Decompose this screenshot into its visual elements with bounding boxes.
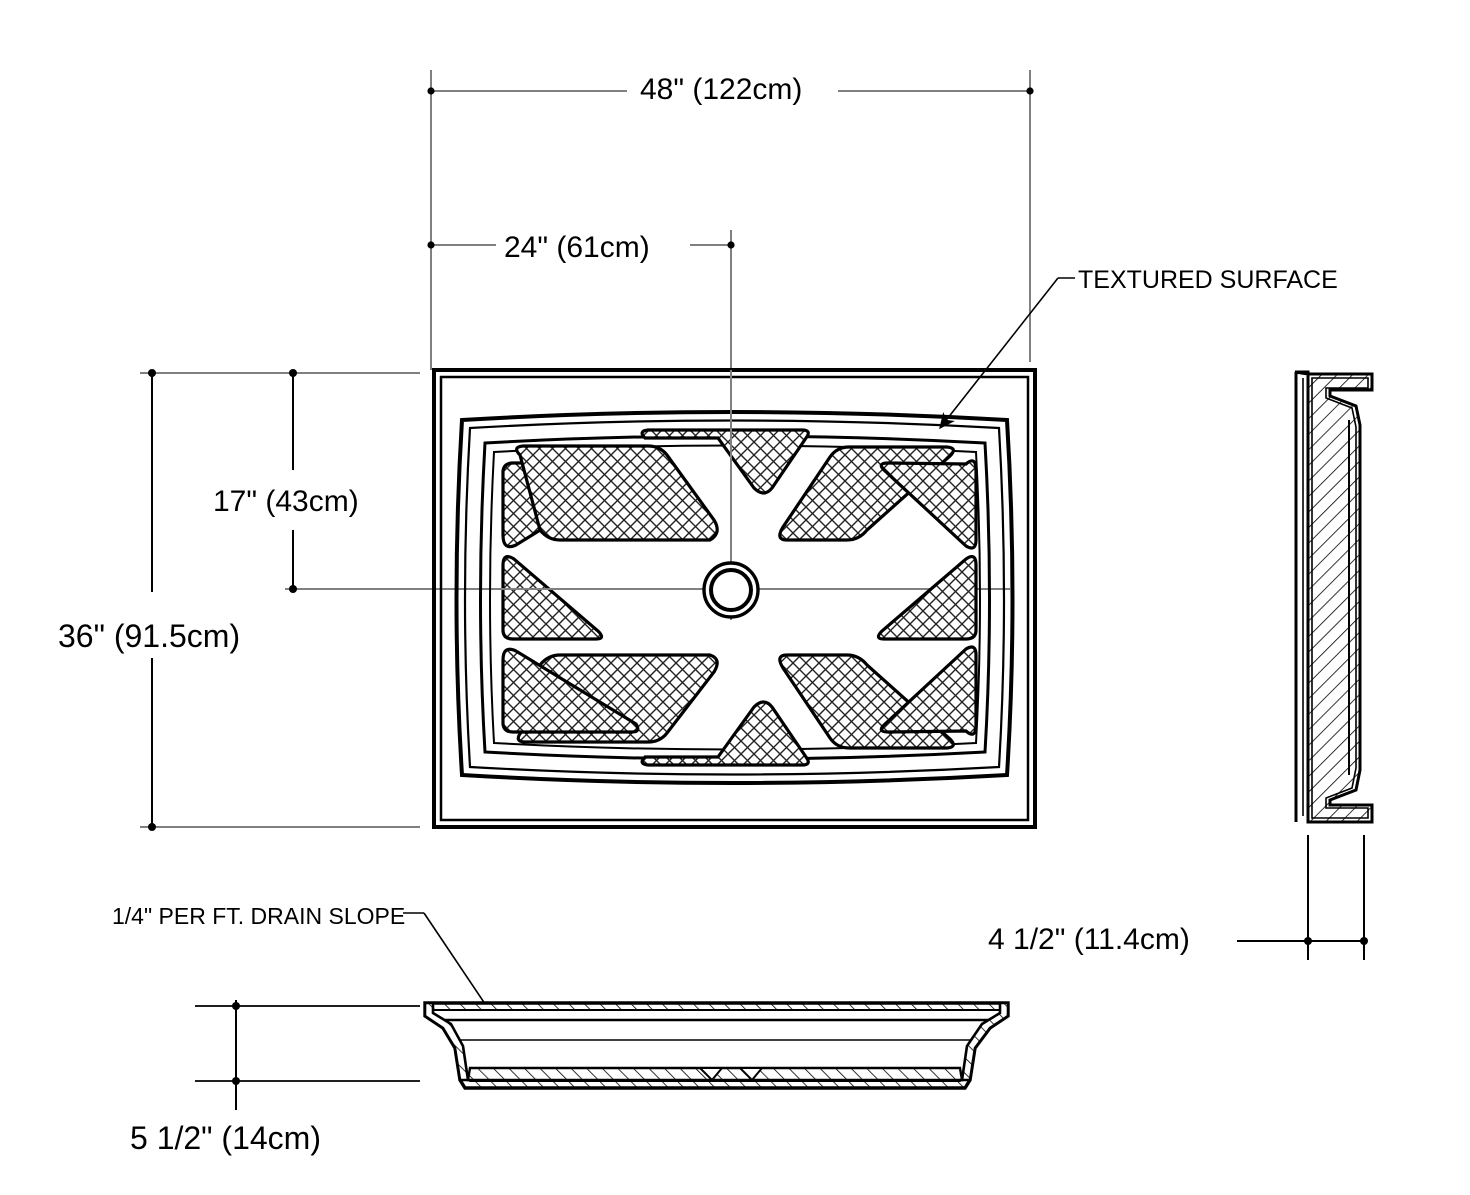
right-side-section-view — [1294, 370, 1374, 824]
annotation-textured-surface: TEXTURED SURFACE — [1078, 266, 1338, 294]
leader-textured-surface — [939, 277, 1075, 430]
annotation-drain-slope: 1/4" PER FT. DRAIN SLOPE — [112, 903, 406, 929]
drain-opening — [702, 561, 760, 619]
dimension-label-overall-width: 48" (122cm) — [640, 73, 803, 106]
dimension-label-threshold-height: 4 1/2" (11.4cm) — [988, 923, 1190, 956]
dimension-overall-depth — [140, 369, 420, 831]
textured-surface-pads — [501, 428, 978, 767]
top-view-shower-pan — [432, 368, 1037, 829]
front-section-view — [423, 1001, 1010, 1090]
dimension-overall-height — [195, 1000, 420, 1110]
dimension-threshold-height — [1237, 835, 1368, 960]
dimension-label-overall-height: 5 1/2" (14cm) — [130, 1120, 321, 1156]
pan-rim-outer — [454, 410, 1015, 785]
dimension-label-drain-offset-x: 24" (61cm) — [504, 231, 650, 264]
pan-rim-inner — [463, 419, 1006, 776]
dimension-label-overall-depth: 36" (91.5cm) — [58, 618, 241, 654]
dimension-label-drain-offset-y: 17" (43cm) — [213, 485, 359, 518]
